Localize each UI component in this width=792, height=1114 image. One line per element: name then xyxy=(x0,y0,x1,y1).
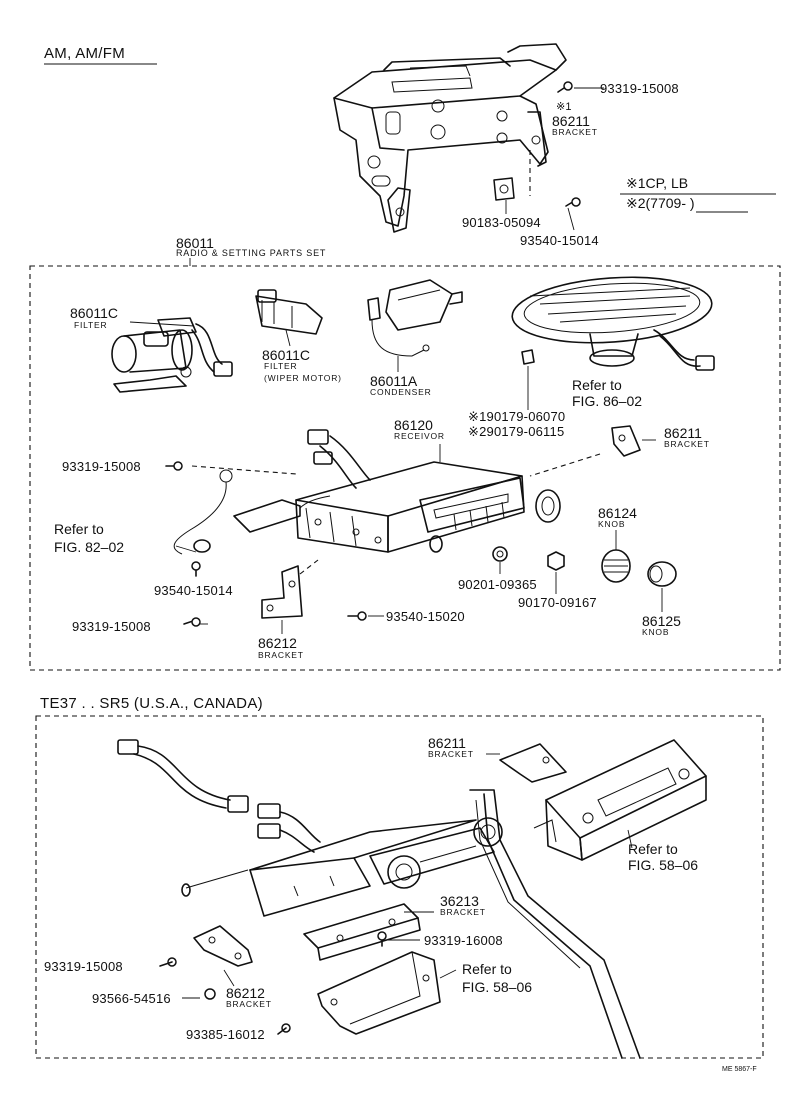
callout-86211-bot: 86211 xyxy=(428,735,466,751)
callout-93319-15008-bot: 93319-15008 xyxy=(44,959,123,974)
callout-86124: 86124 xyxy=(598,505,637,521)
bottom-screws xyxy=(159,957,291,1035)
callout-filter-a: FILTER xyxy=(74,320,108,330)
callout-knob-86124: KNOB xyxy=(598,519,626,529)
footer-code: ME 5867-F xyxy=(722,1066,757,1073)
callout-fig-58-06a: FIG. 58–06 xyxy=(628,857,699,873)
side-bracket-86211-mid xyxy=(529,425,641,477)
condenser-drawing xyxy=(367,279,463,357)
callout-86212-mid: 86212 xyxy=(258,635,297,651)
callout-93540-15020: 93540-15020 xyxy=(386,609,465,624)
callout-90201-09365: 90201-09365 xyxy=(458,577,537,592)
power-filter-drawing xyxy=(111,317,233,393)
callout-fig-86-02: FIG. 86–02 xyxy=(572,393,643,409)
callout-bracket-86212-mid: BRACKET xyxy=(258,650,304,660)
faceplate-drawing xyxy=(533,739,707,861)
side-bracket-86212-mid xyxy=(261,559,319,619)
callout-93319-15008-mid: 93319-15008 xyxy=(62,459,141,474)
lower-bracket-drawing xyxy=(317,951,441,1035)
callout-93319-15008-low: 93319-15008 xyxy=(72,619,151,634)
section-title-sr5: TE37 . . SR5 (U.S.A., CANADA) xyxy=(40,695,263,712)
callout-refer-58b: Refer to xyxy=(462,961,512,977)
callout-refer-58a: Refer to xyxy=(628,841,678,857)
callout-bracket-36213: BRACKET xyxy=(440,907,486,917)
callout-refer-86: Refer to xyxy=(572,377,622,393)
callout-93319-16008: 93319-16008 xyxy=(424,933,503,948)
callout-bracket-bot: BRACKET xyxy=(428,749,474,759)
callout-bracket-86212-bot: BRACKET xyxy=(226,999,272,1009)
callout-filter-b: FILTER xyxy=(264,361,298,371)
main-mounting-bracket-drawing xyxy=(333,43,567,233)
callout-wiper-motor: (WIPER MOTOR) xyxy=(264,373,342,383)
callout-93319-15008-top: 93319-15008 xyxy=(600,81,679,96)
callout-knob-86125: KNOB xyxy=(642,627,670,637)
bracket-86211-bottom xyxy=(499,743,567,783)
legend-line-1: ※1CP, LB xyxy=(626,175,689,191)
antenna-lead-drawing xyxy=(173,469,331,555)
callout-bracket-mid: BRACKET xyxy=(664,439,710,449)
callout-93540-15014-top: 93540-15014 xyxy=(520,233,599,248)
callout-86120: 86120 xyxy=(394,417,433,433)
callout-condenser: CONDENSER xyxy=(370,387,432,397)
bracket-86212-bottom xyxy=(193,925,253,967)
wiper-filter-drawing xyxy=(255,289,323,335)
callout-refer-82: Refer to xyxy=(54,521,104,537)
section-title-am-fm: AM, AM/FM xyxy=(44,45,126,62)
callout-36213: 36213 xyxy=(440,893,479,909)
dash-trim-drawing xyxy=(469,789,641,1059)
bracket-36213 xyxy=(303,903,421,961)
callout-86011C-wiper: 86011C xyxy=(262,347,311,363)
leaders-top xyxy=(129,321,663,634)
callout-90179-06115: ※290179-06115 xyxy=(468,424,565,439)
callout-86011A: 86011A xyxy=(370,373,418,389)
sr5-wiring xyxy=(117,739,321,853)
callout-86125: 86125 xyxy=(642,613,681,629)
callout-star1: ※1 xyxy=(556,101,572,113)
leaders-bottom xyxy=(182,753,633,999)
callout-86011C-filter: 86011C xyxy=(70,305,119,321)
callout-86211-top: 86211 xyxy=(552,113,590,129)
sr5-radio-drawing xyxy=(181,817,503,917)
callout-90170-09167: 90170-09167 xyxy=(518,595,597,610)
callout-radio-set: RADIO & SETTING PARTS SET xyxy=(176,248,327,258)
callout-93566-54516: 93566-54516 xyxy=(92,991,171,1006)
callout-receiver: RECEIVOR xyxy=(394,431,445,441)
mid-screws xyxy=(165,461,367,627)
sr5-boundary xyxy=(35,715,764,1059)
callout-86011: 86011 xyxy=(176,235,214,251)
radio-set-boundary xyxy=(29,265,781,671)
callout-93540-15014-mid: 93540-15014 xyxy=(154,583,233,598)
speaker-drawing xyxy=(511,276,715,410)
callout-86211-mid: 86211 xyxy=(664,425,702,441)
callout-fig-82-02: FIG. 82–02 xyxy=(54,539,125,555)
legend-line-2: ※2(7709- ) xyxy=(626,195,695,211)
callout-90179-06070: ※190179-06070 xyxy=(468,409,566,424)
callout-bracket-top: BRACKET xyxy=(552,127,598,137)
callout-fig-58-06b: FIG. 58–06 xyxy=(462,979,533,995)
callout-90183-05094: 90183-05094 xyxy=(462,215,541,230)
callout-93385-16012: 93385-16012 xyxy=(186,1027,265,1042)
callout-86212-bot: 86212 xyxy=(226,985,265,1001)
receiver-drawing xyxy=(295,429,561,553)
top-screw-and-clip xyxy=(493,81,604,231)
